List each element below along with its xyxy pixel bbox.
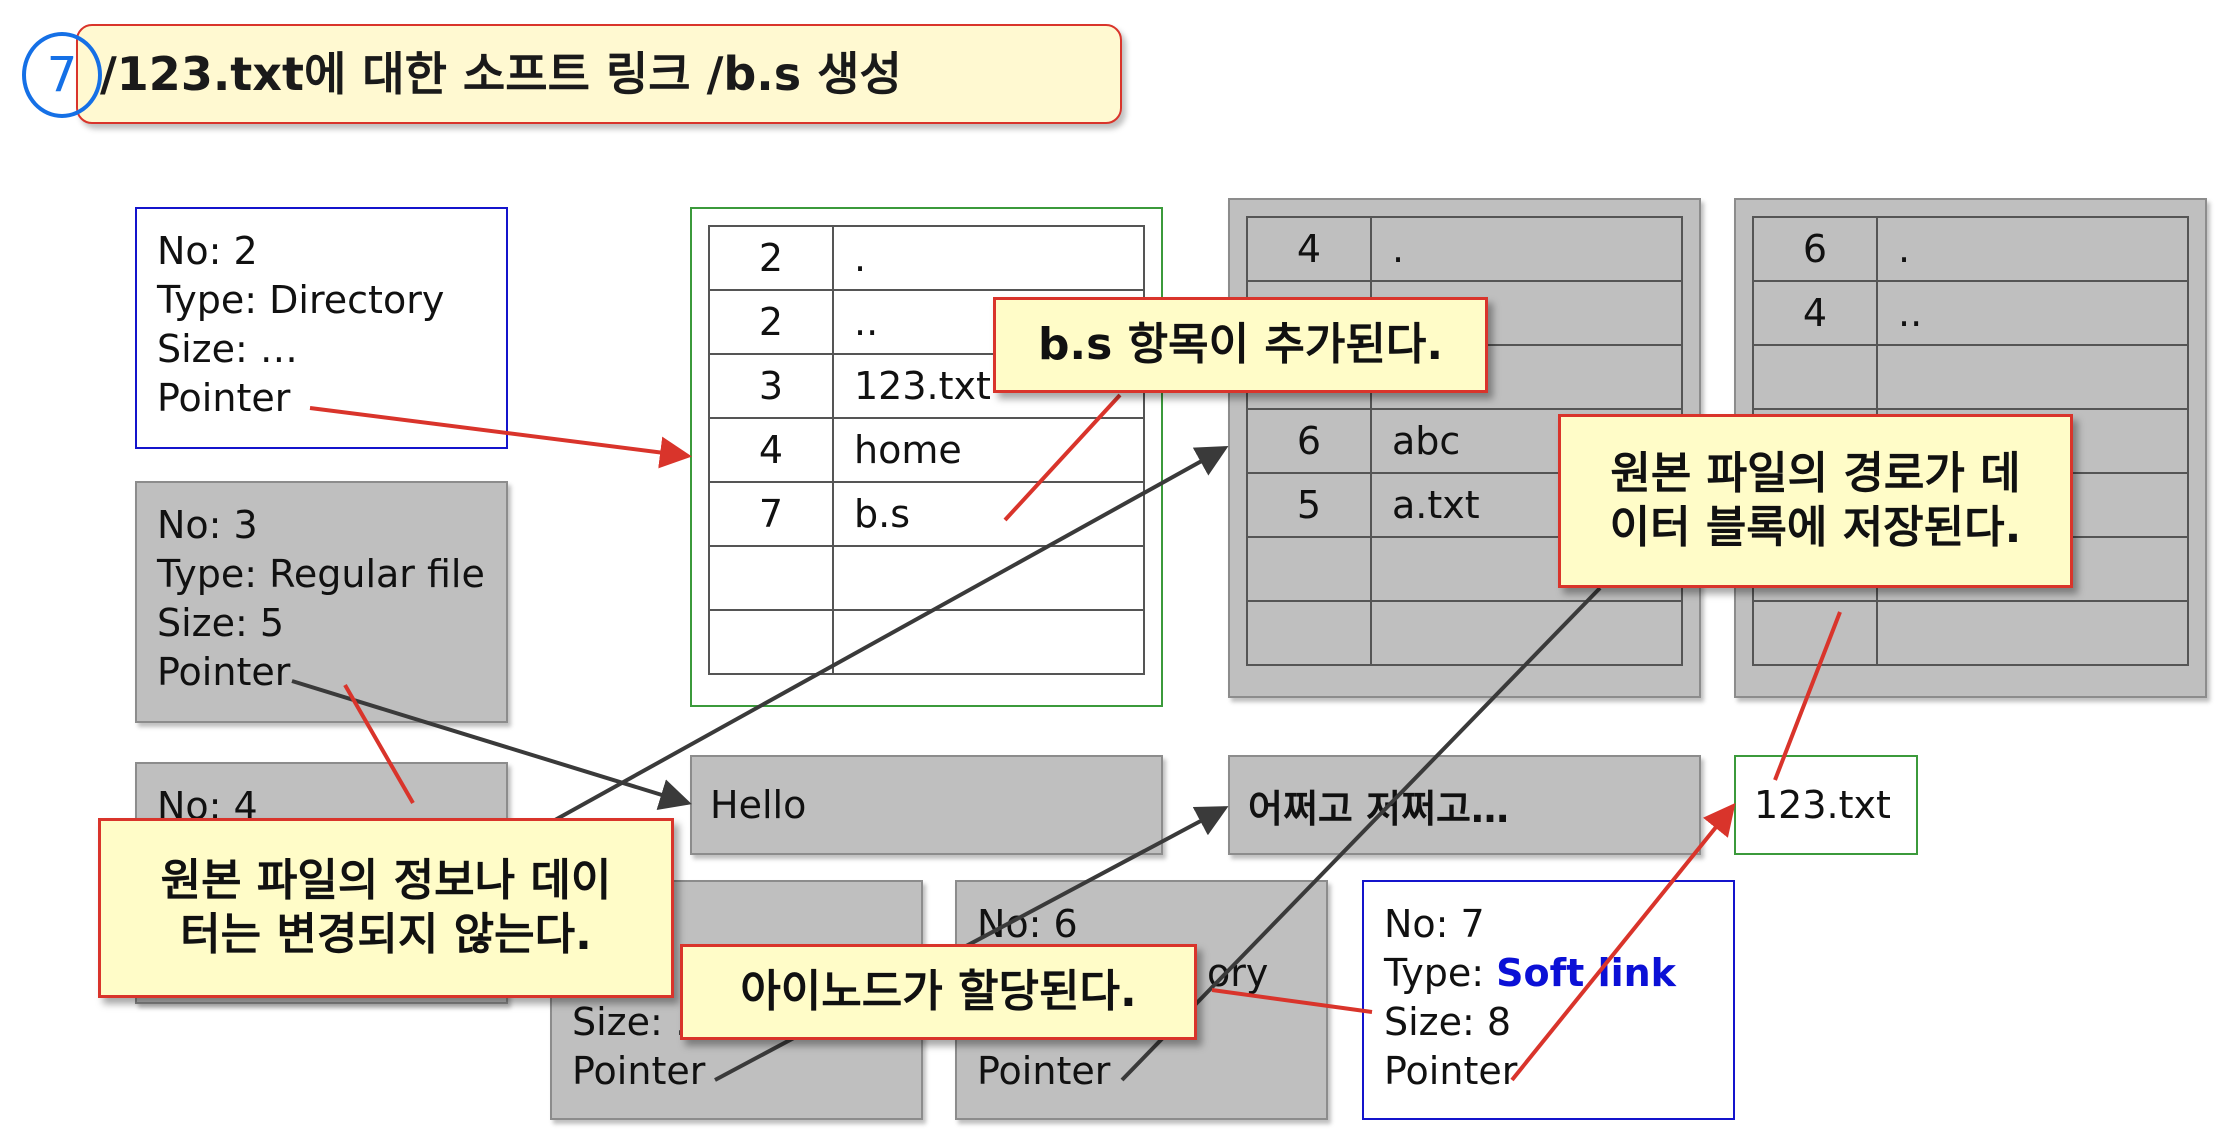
table-row: 6.	[1752, 216, 2189, 282]
callout-line-inode	[1211, 988, 1373, 1014]
callout-path-stored: 원본 파일의 경로가 데 이터 블록에 저장된다.	[1558, 414, 2073, 588]
callout-inode-allocated: 아이노드가 할당된다.	[680, 944, 1197, 1040]
inode-size: Size: …	[157, 327, 298, 371]
arrow-inode7-to-path	[1510, 802, 1736, 1082]
page-title: /123.txt에 대한 소프트 링크 /b.s 생성	[100, 47, 902, 101]
title-bar	[76, 24, 1122, 124]
inode-pointer: Pointer	[1384, 1049, 1518, 1093]
arrow-inode6-to-abc	[1120, 586, 1602, 1082]
callout-entry-added: b.s 항목이 추가된다.	[993, 297, 1488, 393]
inode-7: No: 7 Type: Soft link Size: 8 Pointer	[1362, 880, 1735, 1120]
data-block-hello: Hello	[690, 755, 1163, 855]
inode-size: Size: 5	[157, 601, 285, 645]
table-row	[1246, 600, 1683, 666]
callout-line-entry	[1003, 393, 1122, 522]
callout-line-original	[343, 684, 415, 804]
table-row: 4.	[1246, 216, 1683, 282]
callout-line-path	[1773, 611, 1842, 781]
step-marker: 7	[22, 32, 102, 118]
inode-no: No: 2	[157, 229, 258, 273]
inode-size: Size: 8	[1384, 1000, 1512, 1044]
inode-pointer: Pointer	[157, 376, 291, 420]
data-block-text: 어쩌고 저쩌고…	[1228, 755, 1701, 855]
table-row	[1752, 344, 2189, 410]
arrow-inode4-to-home	[554, 446, 1229, 822]
inode-no: No: 7	[1384, 902, 1485, 946]
inode-pointer: Pointer	[572, 1049, 706, 1093]
arrow-inode2-to-root	[309, 406, 692, 469]
inode-no: No: 3	[157, 503, 258, 547]
table-row: 4..	[1752, 280, 2189, 346]
inode-type: Type: Directory	[157, 278, 445, 322]
table-row	[1752, 600, 2189, 666]
table-row	[708, 609, 1145, 675]
table-row: 2.	[708, 225, 1145, 291]
inode-pointer: Pointer	[977, 1049, 1111, 1093]
inode-type: Type: Regular file	[157, 552, 485, 596]
callout-original-unchanged: 원본 파일의 정보나 데이 터는 변경되지 않는다.	[98, 818, 674, 998]
table-row	[708, 545, 1145, 611]
inode-3: No: 3 Type: Regular file Size: 5 Pointer	[135, 481, 508, 723]
inode-pointer: Pointer	[157, 650, 291, 694]
inode-no: No: 6	[977, 902, 1078, 946]
